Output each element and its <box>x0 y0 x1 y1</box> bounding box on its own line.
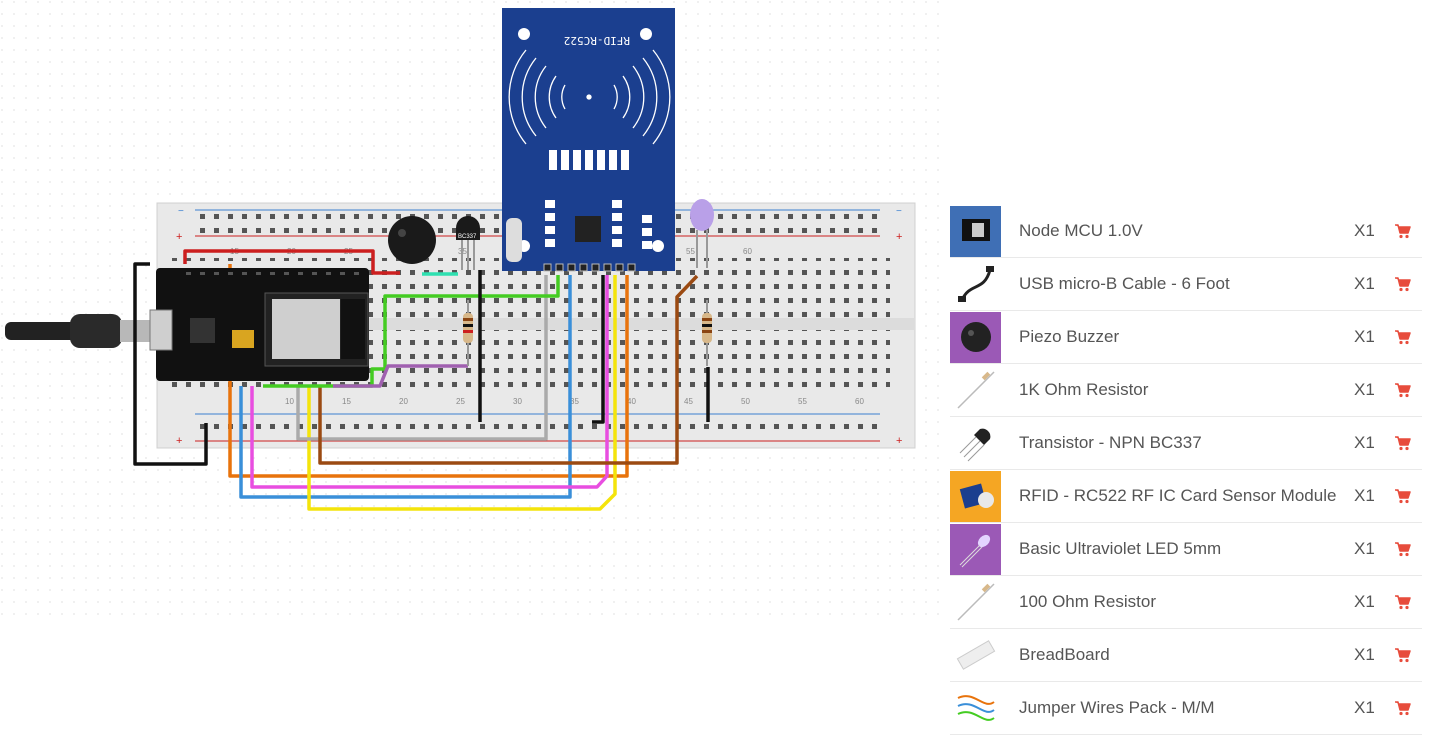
add-to-cart-icon[interactable] <box>1392 432 1414 454</box>
add-to-cart-icon[interactable] <box>1392 273 1414 295</box>
breadboard-column-number: 25 <box>456 397 465 406</box>
nodemcu-icon <box>950 205 1001 257</box>
breadboard-column-number: 35 <box>570 397 579 406</box>
jumper-wires <box>133 249 710 511</box>
part-row[interactable]: Transistor - NPN BC337 X1 <box>950 417 1422 470</box>
part-quantity: X1 <box>1354 645 1375 664</box>
rfid-rc522-module: RFID-RC522 <box>502 8 675 272</box>
add-to-cart-icon[interactable] <box>1392 220 1414 242</box>
add-to-cart-icon[interactable] <box>1392 644 1414 666</box>
breadboard-column-number: 15 <box>342 397 351 406</box>
part-quantity: X1 <box>1354 698 1375 717</box>
add-to-cart-icon[interactable] <box>1392 379 1414 401</box>
breadboard-column-number: 55 <box>686 247 695 256</box>
part-name: Transistor - NPN BC337 <box>1019 433 1202 452</box>
breadboard-column-number: 60 <box>855 397 864 406</box>
uv-led-icon <box>950 523 1001 575</box>
rail-plus-label: + <box>176 231 182 243</box>
part-quantity: X1 <box>1354 274 1375 293</box>
part-quantity: X1 <box>1354 380 1375 399</box>
transistor-label: BC337 <box>458 234 477 240</box>
part-quantity: X1 <box>1354 592 1375 611</box>
breadboard-column-number: 45 <box>684 397 693 406</box>
breadboard-column-number: 10 <box>285 397 294 406</box>
add-to-cart-icon[interactable] <box>1392 326 1414 348</box>
part-quantity: X1 <box>1354 327 1375 346</box>
part-quantity: X1 <box>1354 433 1375 452</box>
part-row[interactable]: RFID - RC522 RF IC Card Sensor Module X1 <box>950 470 1422 523</box>
part-name: Piezo Buzzer <box>1019 327 1120 346</box>
svg-text:+: + <box>176 435 182 447</box>
uv-led <box>690 199 714 268</box>
part-name: 1K Ohm Resistor <box>1019 380 1149 399</box>
rfid-title: RFID-RC522 <box>564 34 630 47</box>
add-to-cart-icon[interactable] <box>1392 591 1414 613</box>
part-name: 100 Ohm Resistor <box>1019 592 1156 611</box>
resistor-icon <box>950 364 1001 416</box>
part-quantity: X1 <box>1354 539 1375 558</box>
part-quantity: X1 <box>1354 486 1375 505</box>
part-row[interactable]: USB micro-B Cable - 6 Foot X1 <box>950 258 1422 311</box>
breadboard-column-number: 40 <box>627 397 636 406</box>
usb-cable <box>5 314 155 348</box>
part-row[interactable]: Basic Ultraviolet LED 5mm X1 <box>950 523 1422 576</box>
part-name: Node MCU 1.0V <box>1019 221 1143 240</box>
jumper-wires-icon <box>950 682 1001 734</box>
part-row[interactable]: BreadBoard X1 <box>950 629 1422 682</box>
svg-text:+: + <box>896 231 902 243</box>
add-to-cart-icon[interactable] <box>1392 538 1414 560</box>
breadboard-column-number: 20 <box>399 397 408 406</box>
part-row[interactable]: 1K Ohm Resistor X1 <box>950 364 1422 417</box>
part-name: BreadBoard <box>1019 645 1110 664</box>
buzzer-icon <box>950 311 1001 363</box>
part-row[interactable]: Jumper Wires Pack - M/M X1 <box>950 682 1422 735</box>
part-name: USB micro-B Cable - 6 Foot <box>1019 274 1230 293</box>
part-name: Jumper Wires Pack - M/M <box>1019 698 1215 717</box>
part-quantity: X1 <box>1354 221 1375 240</box>
add-to-cart-icon[interactable] <box>1392 697 1414 719</box>
breadboard-column-number: 55 <box>798 397 807 406</box>
breadboard-column-number: 50 <box>741 397 750 406</box>
add-to-cart-icon[interactable] <box>1392 485 1414 507</box>
breadboard-column-number: 30 <box>513 397 522 406</box>
part-name: RFID - RC522 RF IC Card Sensor Module <box>1019 486 1337 505</box>
nodemcu-pins <box>178 272 363 279</box>
transistor-bc337: BC337 <box>456 216 480 270</box>
svg-text:−: − <box>896 206 902 217</box>
antenna-waves-icon <box>508 49 671 145</box>
resistor-1k <box>463 300 473 366</box>
piezo-buzzer <box>388 216 436 264</box>
resistor-100 <box>702 300 712 366</box>
usb-cable-icon <box>950 258 1001 310</box>
part-row[interactable]: Piezo Buzzer X1 <box>950 311 1422 364</box>
rail-minus-label: − <box>178 206 184 217</box>
breadboard-column-number: 60 <box>743 247 752 256</box>
part-row[interactable]: Node MCU 1.0V X1 <box>950 205 1422 258</box>
part-row[interactable]: 100 Ohm Resistor X1 <box>950 576 1422 629</box>
part-name: Basic Ultraviolet LED 5mm <box>1019 539 1222 558</box>
breadboard-icon <box>950 629 1001 681</box>
transistor-icon <box>950 417 1001 469</box>
svg-text:+: + <box>896 435 902 447</box>
rfid-module-icon <box>950 470 1001 522</box>
nodemcu-board <box>149 268 369 381</box>
resistor-icon <box>950 576 1001 628</box>
